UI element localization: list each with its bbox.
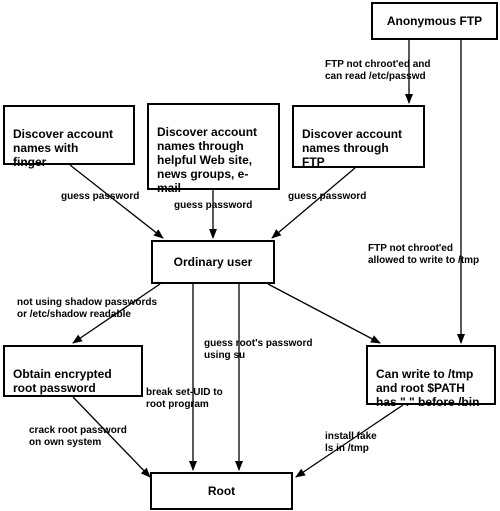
edge-label-su: guess root's password using su (204, 338, 313, 361)
node-discover-finger: Discover account names with finger (3, 105, 135, 169)
node-discover-ftp: Discover account names through FTP (292, 105, 425, 169)
node-anonymous-ftp: Anonymous FTP (371, 2, 498, 40)
edge-label-setuid: break set-UID to root program (146, 387, 223, 410)
node-discover-finger-label: Discover account names with finger (13, 127, 114, 169)
node-discover-web: Discover account names through helpful W… (147, 103, 280, 195)
arrow-ftp-names-to-ordinary (271, 167, 356, 239)
edge-label-guess-web: guess password (174, 200, 253, 211)
edge-label-guess-finger: guess password (61, 191, 140, 202)
edge-label-ftp-tmp: FTP not chroot'ed allowed to write to /t… (368, 243, 480, 266)
edge-label-shadow: not using shadow passwords or /etc/shado… (17, 297, 158, 320)
node-encrypted-root: Obtain encrypted root password (3, 345, 143, 397)
node-anonymous-ftp-label: Anonymous FTP (386, 14, 483, 28)
node-ordinary-user-label: Ordinary user (173, 255, 253, 269)
node-root-label: Root (207, 484, 236, 498)
node-root: Root (150, 472, 293, 510)
node-encrypted-root-label: Obtain encrypted root password (13, 367, 112, 395)
arrow-ordinary-to-write-tmp (267, 283, 381, 344)
edge-label-ftp-passwd: FTP not chroot'ed and can read /etc/pass… (325, 59, 431, 82)
arrow-finger-to-ordinary (69, 164, 164, 239)
edge-label-crack: crack root password on own system (29, 425, 127, 448)
node-write-tmp: Can write to /tmp and root $PATH has "."… (366, 345, 496, 409)
arrow-encrypted-to-root (72, 396, 151, 478)
node-ordinary-user: Ordinary user (151, 240, 275, 284)
arrow-ordinary-to-encrypted (72, 283, 161, 344)
node-write-tmp-label: Can write to /tmp and root $PATH has "."… (376, 367, 480, 409)
arrow-write-tmp-to-root (295, 404, 404, 478)
node-discover-ftp-label: Discover account names through FTP (302, 127, 403, 169)
edge-label-guess-ftp: guess password (288, 191, 367, 202)
node-discover-web-label: Discover account names through helpful W… (157, 125, 258, 195)
edge-label-fake-ls: install fake ls in /tmp (325, 431, 377, 454)
